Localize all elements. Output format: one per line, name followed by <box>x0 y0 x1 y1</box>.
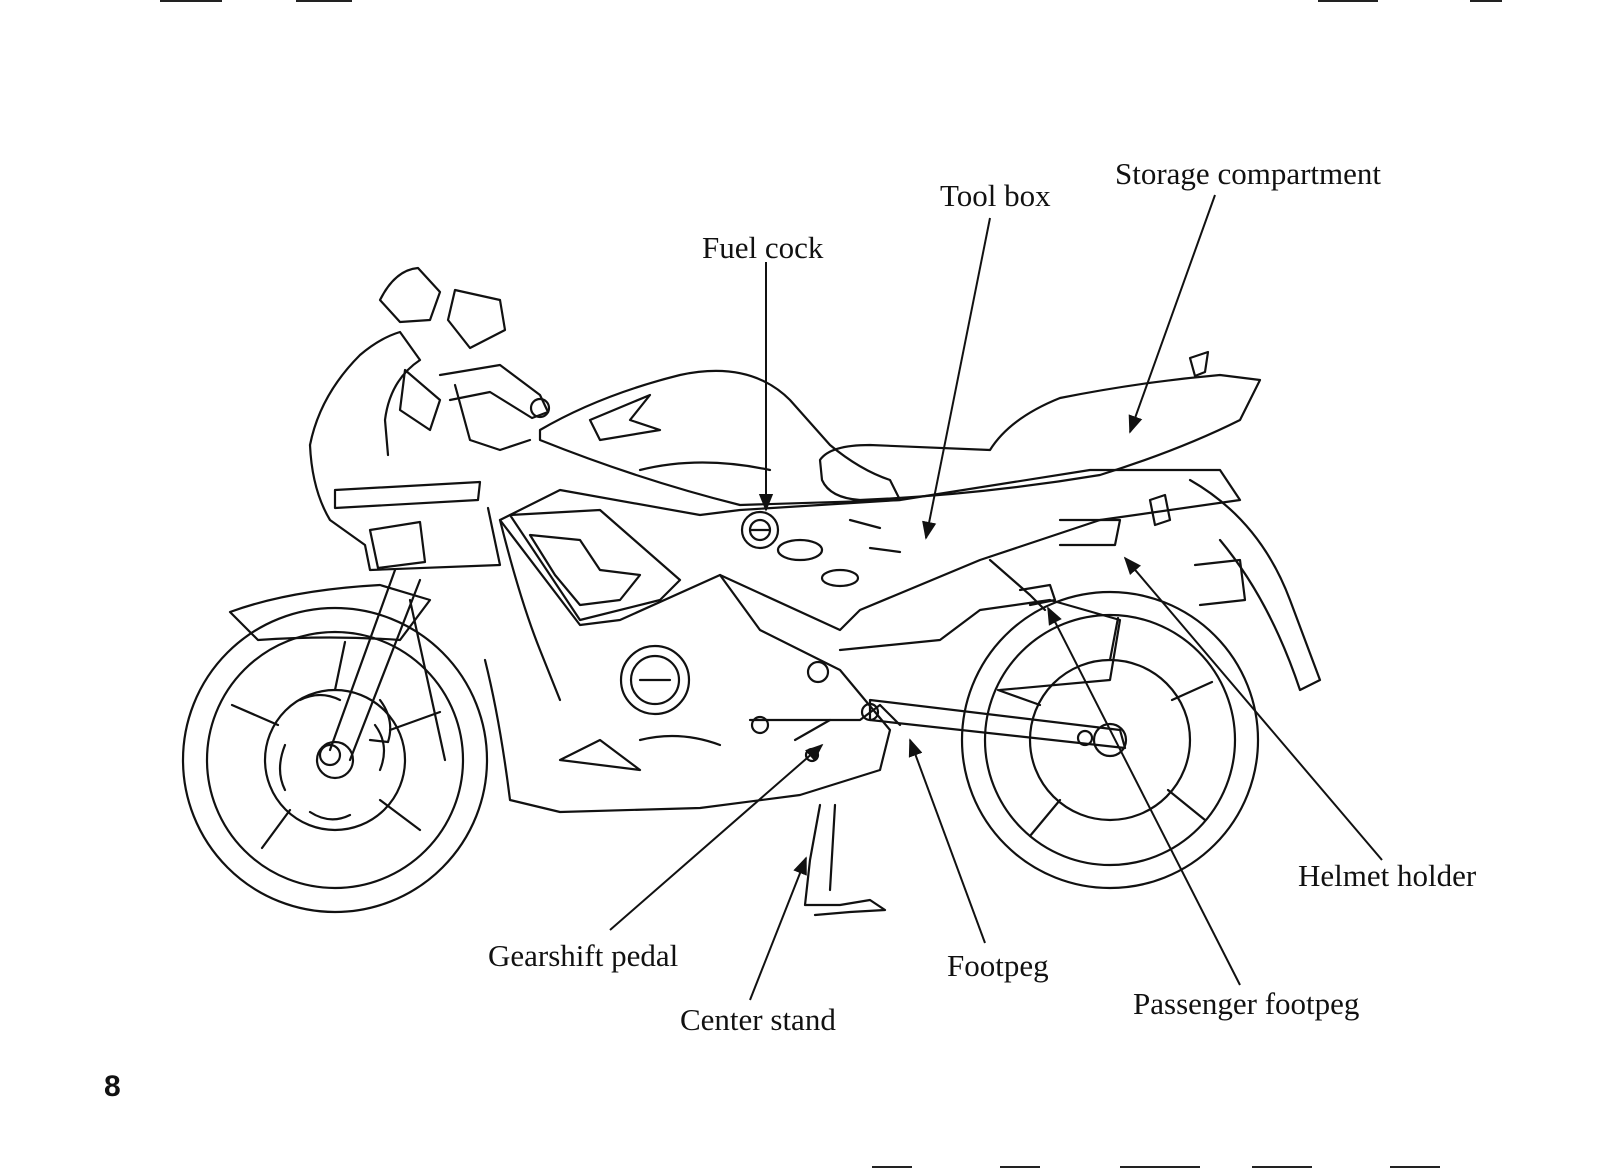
scan-mark <box>872 1166 912 1168</box>
handlebar <box>438 363 551 452</box>
side-cover <box>498 468 1242 632</box>
rear-wheel <box>960 590 1260 890</box>
fuel-tank <box>538 369 902 507</box>
scan-mark <box>1470 0 1502 2</box>
center-stand <box>803 803 887 917</box>
passenger-footpeg-label: Passenger footpeg <box>1133 986 1360 1021</box>
foot-controls <box>748 702 902 763</box>
footpeg-label: Footpeg <box>947 948 1049 983</box>
leader-footpeg <box>908 738 986 944</box>
scan-mark <box>1120 1166 1200 1168</box>
scan-mark <box>1390 1166 1440 1168</box>
scan-mark <box>160 0 222 2</box>
leader-storage-compartment <box>1128 194 1216 434</box>
leader-passenger-footpeg <box>1047 606 1241 986</box>
callout-lines <box>609 194 1383 1001</box>
leader-helmet-holder <box>1123 556 1383 861</box>
scan-mark <box>296 0 352 2</box>
passenger-bracket <box>988 518 1122 612</box>
seat <box>818 350 1262 502</box>
front-wheel <box>181 606 489 914</box>
scan-mark <box>1252 1166 1312 1168</box>
page-number: 8 <box>104 1070 121 1103</box>
tool-box-label: Tool box <box>940 178 1051 213</box>
center-stand-label: Center stand <box>680 1002 836 1037</box>
motorcycle-drawing <box>181 266 1322 917</box>
leader-gearshift-pedal <box>609 743 824 931</box>
scan-mark <box>1000 1166 1040 1168</box>
gearshift-pedal-label: Gearshift pedal <box>488 938 679 973</box>
fairing <box>308 266 562 702</box>
leader-tool-box <box>922 217 991 540</box>
lower-fairing <box>483 573 892 814</box>
leader-center-stand <box>749 856 807 1001</box>
fuel-cock-label: Fuel cock <box>702 230 824 265</box>
rear-fender <box>1148 478 1322 692</box>
scan-mark <box>1318 0 1378 2</box>
storage-compartment-label: Storage compartment <box>1115 156 1381 191</box>
front-fork <box>228 568 447 767</box>
helmet-holder-label: Helmet holder <box>1298 858 1477 893</box>
